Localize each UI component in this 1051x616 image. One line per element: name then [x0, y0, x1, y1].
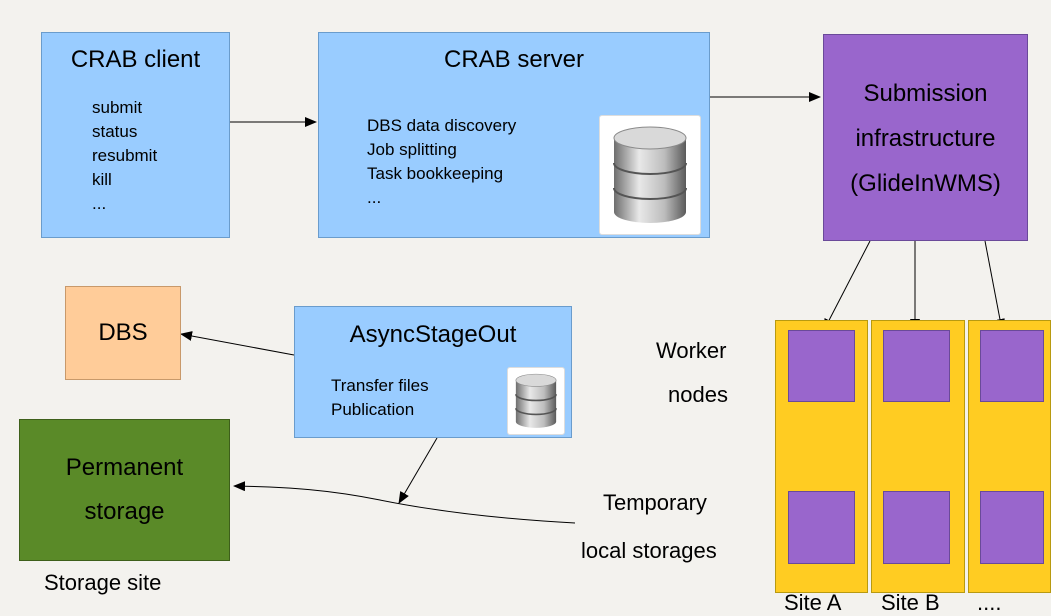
crab-client-box: CRAB client submit status resubmit kill … — [41, 32, 230, 238]
crab-client-commands: submit status resubmit kill ... — [92, 96, 157, 216]
task-item: DBS data discovery — [367, 116, 517, 135]
crab-server-box: CRAB server DBS data discovery Job split… — [318, 32, 710, 238]
command-item: resubmit — [92, 146, 158, 165]
crab-server-title: CRAB server — [443, 46, 585, 73]
submission-line: (GlideInWMS) — [850, 170, 1001, 197]
permanent-storage-box: Permanent storage — [19, 419, 230, 561]
dbs-box: DBS — [65, 286, 181, 380]
crab-client-title: CRAB client — [70, 46, 201, 73]
submission-line: infrastructure — [855, 125, 996, 152]
site-c-label: .... — [977, 590, 1002, 615]
submission-lines: Submission infrastructure (GlideInWMS) — [824, 71, 1027, 206]
command-item: submit — [92, 98, 143, 117]
task-item: Publication — [331, 400, 415, 419]
arrow-submission-to-site-a — [823, 240, 871, 331]
database-icon — [507, 367, 565, 435]
site-c-worker-node — [980, 330, 1044, 402]
storage-site-label: Storage site — [44, 570, 162, 595]
site-b-label: Site B — [881, 590, 940, 615]
crab-server-tasks: DBS data discovery Job splitting Task bo… — [367, 114, 516, 210]
site-a-temp-storage — [788, 491, 855, 564]
worker-nodes-label-line2: nodes — [668, 382, 728, 407]
arrow-submission-to-site-c — [984, 240, 1005, 331]
task-item: Job splitting — [367, 140, 457, 159]
async-stage-out-box: AsyncStageOut Transfer files Publication — [294, 306, 572, 438]
site-a-worker-node — [788, 330, 855, 402]
async-stage-out-tasks: Transfer files Publication — [331, 374, 429, 422]
database-icon — [599, 115, 701, 235]
command-item: ... — [92, 194, 107, 213]
worker-nodes-label-line1: Worker — [656, 338, 727, 363]
command-item: kill — [92, 170, 112, 189]
site-b-worker-node — [883, 330, 950, 402]
site-b-temp-storage — [883, 491, 950, 564]
transfer-curve — [233, 481, 576, 524]
site-a-label: Site A — [784, 590, 842, 615]
task-item: Task bookkeeping — [367, 164, 504, 183]
permanent-storage-lines: Permanent storage — [20, 446, 229, 534]
submission-line: Submission — [863, 80, 988, 107]
task-item: Transfer files — [331, 376, 429, 395]
task-item: ... — [367, 188, 382, 207]
storage-line: storage — [84, 498, 165, 525]
arrow-aso-to-transfer — [398, 437, 438, 504]
command-item: status — [92, 122, 138, 141]
storage-line: Permanent — [65, 454, 184, 481]
site-c-temp-storage — [980, 491, 1044, 564]
temporary-label-line2: local storages — [581, 538, 717, 563]
dbs-label: DBS — [98, 319, 148, 346]
arrow-aso-to-dbs — [180, 331, 295, 356]
async-stage-out-title: AsyncStageOut — [349, 321, 517, 348]
temporary-label-line1: Temporary — [603, 490, 707, 515]
submission-infrastructure-box: Submission infrastructure (GlideInWMS) — [823, 34, 1028, 241]
